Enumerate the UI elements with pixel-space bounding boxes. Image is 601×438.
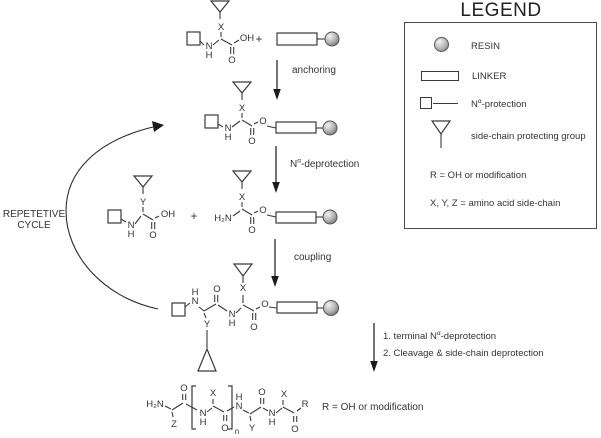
step-anchoring-label: anchoring	[292, 65, 336, 76]
structure-anchored-amino-acid: X N H O O	[204, 81, 338, 147]
n-alpha-protection-icon	[171, 302, 186, 317]
atom-label-x: X	[240, 283, 247, 294]
atom-label-o: O	[248, 225, 255, 236]
side-chain-protecting-group-icon	[209, 0, 231, 13]
coupling-arrow	[271, 239, 279, 287]
atom-label-o: O	[149, 230, 156, 241]
atom-label-o-ester: O	[259, 116, 266, 127]
repetitive-cycle-label: REPETETIVE CYCLE	[2, 209, 66, 231]
atom-label-h: H	[192, 287, 199, 298]
linker-icon	[275, 121, 317, 134]
cleavage-arrow	[370, 323, 378, 372]
product-note-label: R = OH or modification	[322, 402, 424, 413]
atom-label-y: Y	[140, 197, 147, 208]
deprotection-arrow	[272, 146, 280, 193]
atom-label-x: X	[281, 389, 288, 400]
atom-label-o: O	[248, 136, 255, 147]
atom-label-x: X	[239, 103, 246, 114]
side-chain-protecting-group-icon	[197, 347, 217, 372]
side-chain-protecting-group-icon	[132, 175, 154, 188]
step-final-2-label: 2. Cleavage & side-chain deprotection	[383, 348, 544, 359]
atom-label-n: N	[225, 123, 232, 134]
atom-label-n: N	[269, 408, 276, 419]
atom-label-o: O	[228, 55, 235, 66]
atom-label-h: H	[269, 417, 276, 428]
atom-label-r: R	[302, 399, 309, 410]
side-chain-protecting-group-icon	[232, 263, 254, 277]
legend-title: LEGEND	[460, 0, 542, 21]
atom-label-oh: OH	[161, 209, 175, 220]
legend-note-r: R = OH or modification	[430, 170, 527, 181]
legend-note-xyz: X, Y, Z = amino acid side-chain	[430, 198, 561, 209]
step-coupling-label: coupling	[294, 252, 332, 263]
structure-final-peptide: H₂N Z O N H X O n H N Y	[146, 383, 308, 436]
side-chain-protecting-group-icon	[231, 81, 253, 94]
side-chain-protecting-group-icon	[231, 170, 253, 183]
atom-label-n: N	[200, 408, 207, 419]
legend-resin-icon	[434, 37, 449, 52]
structure-protected-amino-acid: X N H O OH +	[186, 0, 340, 66]
structure-dipeptide-on-resin: H N Y O N H X O O	[171, 263, 339, 372]
legend-n-alpha-protection-icon	[420, 97, 432, 109]
atom-label-h2n: H₂N	[214, 213, 232, 224]
n-alpha-protection-icon	[204, 114, 219, 129]
atom-label-o: O	[291, 424, 298, 435]
atom-label-z: Z	[171, 419, 177, 430]
legend-side-chain-protecting-group-icon	[430, 120, 452, 148]
atom-label-h: H	[200, 417, 207, 428]
atom-label-n: N	[236, 401, 243, 412]
legend-linker-label: LINKER	[472, 71, 507, 82]
atom-label-h: H	[229, 318, 236, 329]
legend-linker-icon	[421, 71, 459, 81]
resin-icon	[323, 300, 339, 316]
atom-label-x: X	[218, 22, 225, 33]
structure-incoming-amino-acid: Y N H O OH +	[107, 175, 198, 241]
atom-label-oh: OH	[240, 33, 254, 44]
atom-label-o: O	[180, 383, 187, 394]
atom-label-x: X	[239, 192, 246, 203]
atom-label-y: Y	[204, 319, 211, 330]
step-deprotection-label: Nα-deprotection	[290, 157, 360, 170]
n-alpha-protection-icon	[186, 31, 201, 46]
atom-label-x: X	[210, 388, 217, 399]
resin-icon	[322, 120, 338, 136]
atom-label-o: O	[258, 387, 265, 398]
atom-label-h2n: H₂N	[146, 399, 164, 410]
structure-free-amine-on-resin: X H₂N O O	[214, 170, 338, 236]
atom-label-y: Y	[249, 423, 256, 434]
repeat-bracket-left	[191, 385, 196, 430]
atom-label-h: H	[128, 229, 135, 240]
linker-icon	[275, 211, 317, 224]
anchoring-arrow	[273, 60, 281, 100]
atom-label-o: O	[213, 284, 220, 295]
atom-label-h: H	[206, 50, 213, 61]
linker-icon	[276, 32, 318, 46]
plus-sign: +	[191, 211, 198, 223]
atom-label-o-ester: O	[261, 299, 268, 310]
atom-label-n: N	[192, 296, 199, 307]
atom-label-n: N	[229, 309, 236, 320]
repeat-bracket-right	[228, 385, 233, 430]
legend-resin-label: RESIN	[471, 41, 501, 52]
repeat-subscript-n: n	[235, 427, 239, 436]
atom-label-n: N	[206, 41, 213, 52]
atom-label-o: O	[250, 322, 257, 333]
legend-n-alpha-protection-label: Nα-protection	[471, 97, 527, 110]
step-final-1-label: 1. terminal Nα-deprotection	[383, 329, 497, 342]
atom-label-o: O	[221, 423, 228, 434]
legend-n-alpha-protection-stem	[433, 103, 458, 104]
resin-icon	[324, 31, 340, 47]
atom-label-o-ester: O	[259, 205, 266, 216]
atom-label-h: H	[225, 132, 232, 143]
n-alpha-protection-icon	[107, 209, 122, 224]
linker-icon	[276, 301, 318, 314]
legend-side-chain-label: side-chain protecting group	[471, 131, 586, 142]
atom-label-n: N	[128, 220, 135, 231]
repetitive-cycle-arrow	[65, 121, 164, 310]
resin-icon	[322, 209, 338, 225]
plus-sign: +	[256, 34, 263, 46]
atom-label-h: H	[236, 392, 243, 403]
